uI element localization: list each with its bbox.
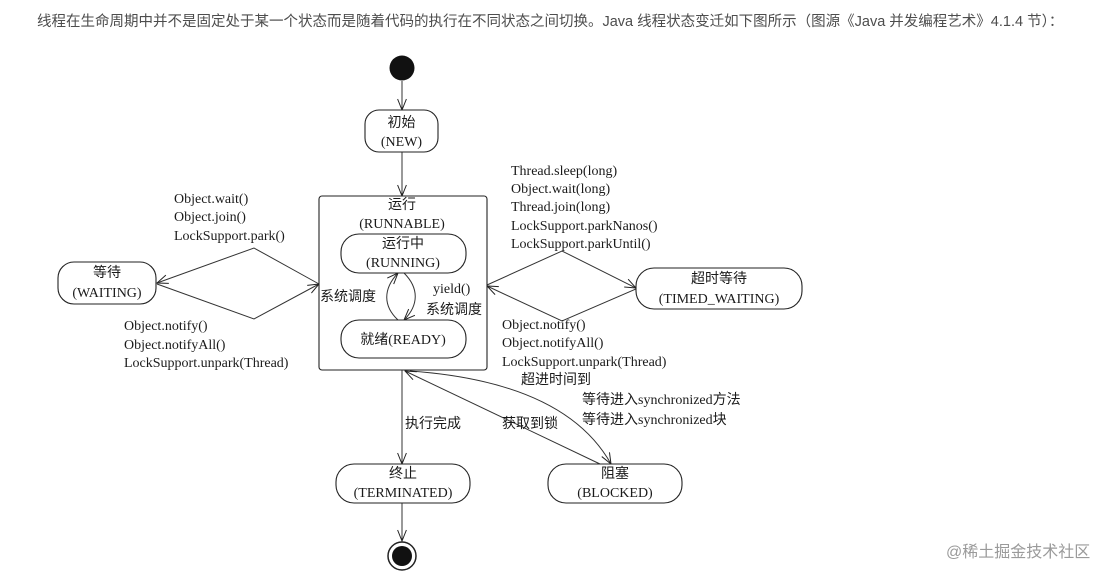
label-acquire-lock: 获取到锁: [502, 416, 558, 432]
state-timed-waiting-label-cn: 超时等待: [691, 270, 747, 287]
state-blocked-label-en: (BLOCKED): [577, 486, 653, 501]
state-ready-label: 就绪(READY): [360, 332, 446, 348]
label-from-timed-waiting-2: Object.notifyAll(): [502, 336, 604, 351]
edge-running-to-ready: [404, 272, 416, 320]
state-waiting-label-cn: 等待: [93, 264, 121, 281]
label-to-waiting-3: LockSupport.park(): [174, 229, 285, 244]
article-intro-text: 线程在生命周期中并不是固定处于某一个状态而是随着代码的执行在不同状态之间切换。J…: [37, 14, 1064, 30]
label-to-timed-waiting-5: LockSupport.parkUntil(): [511, 237, 651, 252]
label-to-waiting-1: Object.wait(): [174, 192, 249, 207]
edge-ready-to-running: [386, 273, 398, 321]
label-from-waiting-3: LockSupport.unpark(Thread): [124, 356, 289, 371]
edge-timed-waiting-to-runnable: [487, 286, 637, 322]
edge-runnable-to-blocked: [409, 370, 611, 464]
label-yield: yield(): [433, 282, 471, 297]
state-new-label-cn: 初始: [388, 114, 416, 131]
label-to-waiting-2: Object.join(): [174, 210, 246, 225]
label-to-timed-waiting-2: Object.wait(long): [511, 182, 610, 197]
end-node: [387, 541, 417, 571]
state-blocked-label-cn: 阻塞: [601, 465, 629, 482]
label-from-timed-waiting-3: LockSupport.unpark(Thread): [502, 355, 667, 370]
state-runnable-label-en: (RUNNABLE): [359, 217, 445, 232]
state-terminated-label-en: (TERMINATED): [354, 486, 453, 501]
start-node: [389, 55, 415, 81]
state-timed-waiting-box: [635, 267, 803, 310]
label-to-timed-waiting-1: Thread.sleep(long): [511, 164, 617, 179]
state-running-label-en: (RUNNING): [366, 256, 440, 271]
label-from-waiting-2: Object.notifyAll(): [124, 338, 226, 353]
label-from-waiting-1: Object.notify(): [124, 319, 208, 334]
label-from-timed-waiting-4: 超进时间到: [521, 372, 591, 388]
state-blocked-box: [547, 463, 683, 504]
label-complete: 执行完成: [405, 416, 461, 432]
label-to-timed-waiting-4: LockSupport.parkNanos(): [511, 219, 658, 234]
label-ready-to-running: 系统调度: [320, 289, 376, 305]
label-to-timed-waiting-3: Thread.join(long): [511, 200, 610, 215]
label-from-timed-waiting-1: Object.notify(): [502, 318, 586, 333]
edge-waiting-to-runnable: [156, 284, 319, 320]
state-waiting-box: [57, 261, 157, 305]
end-node-core: [392, 546, 412, 566]
end-node-ring: [387, 541, 417, 571]
state-runnable-box: [318, 195, 488, 371]
watermark: @稀土掘金技术社区: [946, 544, 1091, 561]
state-terminated-box: [335, 463, 471, 504]
state-running-label-cn: 运行中: [382, 236, 424, 252]
state-running-box: [340, 233, 467, 274]
state-ready-box: [340, 319, 467, 359]
state-timed-waiting-label-en: (TIMED_WAITING): [659, 292, 780, 307]
label-to-blocked-1: 等待进入synchronized方法: [582, 391, 741, 408]
label-running-to-ready: 系统调度: [426, 302, 482, 318]
state-new-label-en: (NEW): [381, 135, 423, 150]
state-terminated-label-cn: 终止: [389, 466, 417, 482]
state-waiting-label-en: (WAITING): [72, 286, 142, 301]
edge-runnable-to-waiting: [157, 247, 320, 285]
state-new-box: [364, 109, 439, 153]
state-runnable-label-cn: 运行: [388, 197, 416, 213]
label-to-blocked-2: 等待进入synchronized块: [582, 411, 727, 428]
edge-blocked-to-runnable: [405, 371, 601, 465]
edge-runnable-to-timed-waiting: [486, 250, 636, 288]
